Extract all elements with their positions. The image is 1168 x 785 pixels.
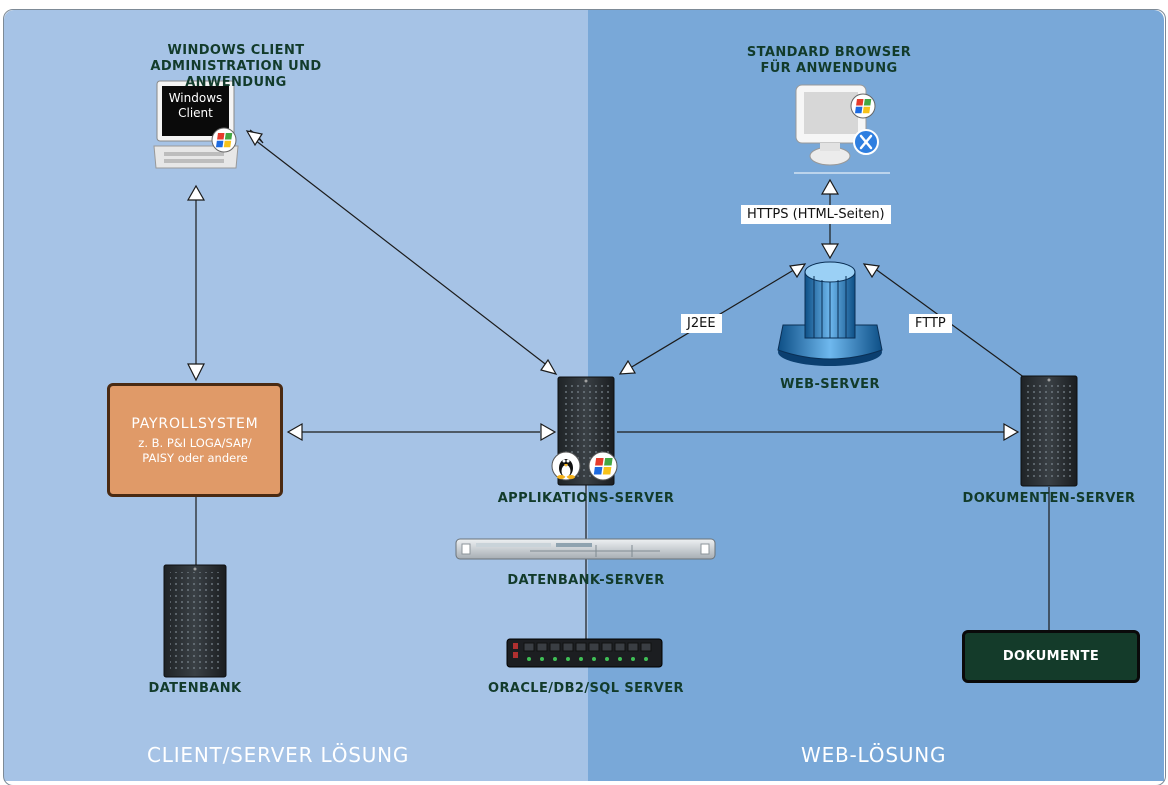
document-server-label: DOKUMENTEN-SERVER <box>962 491 1136 506</box>
web-server-icon <box>777 261 883 366</box>
arrowhead <box>245 130 263 147</box>
windows-client-computer-icon <box>153 80 239 169</box>
payroll-subtitle: z. B. P&I LOGA/SAP/ PAISY oder andere <box>138 436 252 465</box>
arrowhead <box>540 422 557 442</box>
datenbank-label: DATENBANK <box>148 681 242 696</box>
dokumente-box: DOKUMENTE <box>962 630 1140 683</box>
arrowhead <box>820 178 840 195</box>
j2ee-tag: J2EE <box>681 314 722 333</box>
browser-computer-icon <box>794 84 890 174</box>
arrowhead <box>187 363 205 382</box>
document-server-tower-icon <box>1020 375 1078 487</box>
payroll-title: PAYROLLSYSTEM <box>131 416 259 432</box>
oracle-label: ORACLE/DB2/SQL SERVER <box>488 681 684 696</box>
network-switch-icon <box>506 638 663 668</box>
arrowhead <box>186 184 206 201</box>
web-zone-title: WEB-LÖSUNG <box>801 743 947 767</box>
windows-client-screen-text: Windows Client <box>168 91 223 120</box>
line-client-appserver <box>254 139 554 371</box>
web-server-label: WEB-SERVER <box>780 377 880 392</box>
windows-client-label: WINDOWS CLIENT ADMINISTRATION UND ANWEND… <box>150 43 322 90</box>
arrowhead <box>820 243 840 260</box>
client-server-zone-title: CLIENT/SERVER LÖSUNG <box>147 743 410 767</box>
windows-logo-icon <box>850 93 876 119</box>
client-server-zone <box>4 10 590 781</box>
windows-logo-icon <box>211 127 237 153</box>
arrowhead <box>540 358 558 375</box>
arrowhead <box>788 263 807 279</box>
database-server-label: DATENBANK-SERVER <box>507 573 665 588</box>
arrowheads <box>186 129 1020 442</box>
payroll-system-box: PAYROLLSYSTEM z. B. P&I LOGA/SAP/ PAISY … <box>107 383 283 497</box>
https-tag: HTTPS (HTML-Seiten) <box>741 205 891 224</box>
fttp-tag: FTTP <box>909 314 952 333</box>
linux-tux-icon <box>551 451 581 481</box>
rack-server-icon <box>455 538 716 560</box>
standard-browser-label: STANDARD BROWSER FÜR ANWENDUNG <box>746 45 912 76</box>
arrowhead <box>1003 422 1020 442</box>
arrowhead <box>286 422 303 442</box>
application-server-label: APPLIKATIONS-SERVER <box>497 491 675 506</box>
windows-logo-icon <box>588 451 618 481</box>
mac-os-x-icon <box>853 129 879 155</box>
arrowhead <box>862 263 881 279</box>
arrowhead <box>618 359 637 375</box>
database-tower-icon <box>163 564 227 678</box>
